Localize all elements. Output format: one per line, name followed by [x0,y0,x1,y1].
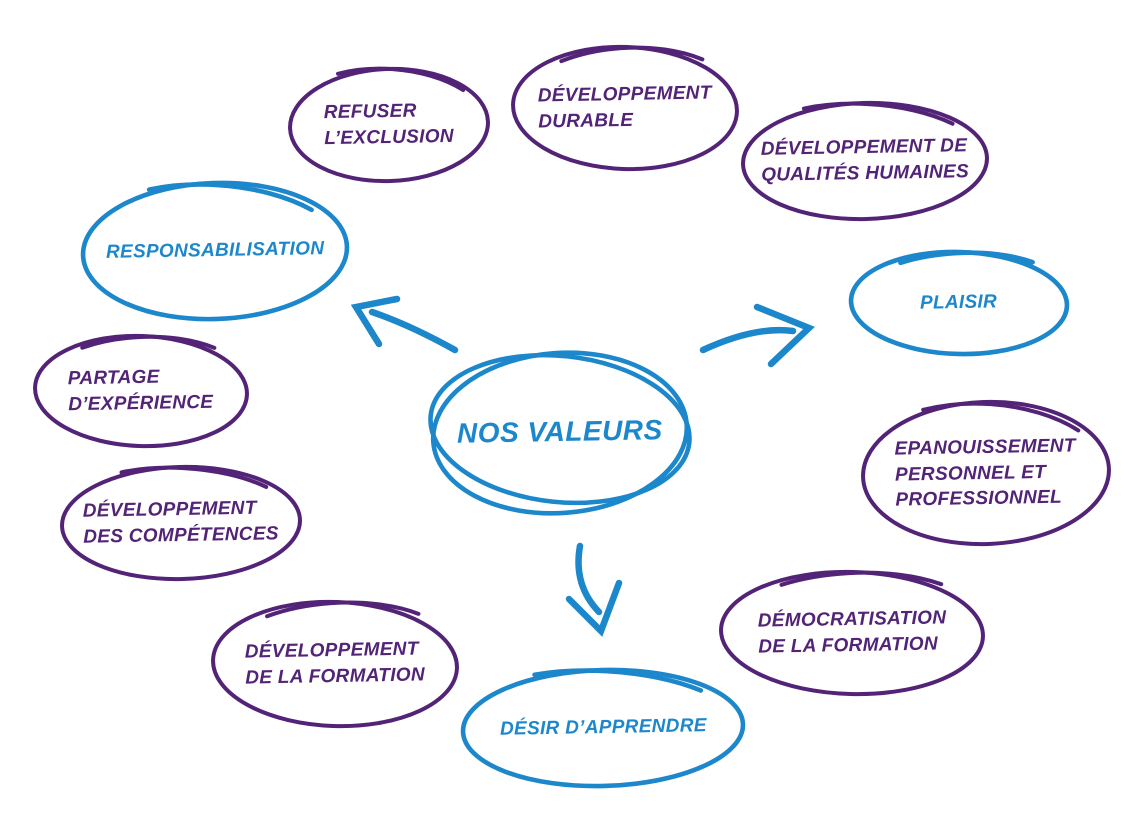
node-refuser-exclusion: REFUSER L’EXCLUSION [285,64,493,186]
node-ellipse [58,464,304,582]
node-label: REFUSER L’EXCLUSION [323,100,455,150]
arrow-to-plaisir [699,303,815,368]
node-ellipse [209,599,461,729]
node-ellipse [428,350,692,516]
node-developpement-durable: DÉVELOPPEMENT DURABLE [508,42,742,174]
node-ellipse [78,180,352,322]
node-ellipse [458,667,748,789]
node-ellipse [31,333,251,449]
node-developpement-competences: DÉVELOPPEMENT DES COMPÉTENCES [57,462,305,584]
node-responsabilisation: RESPONSABILISATION [78,178,352,324]
node-plaisir: PLAISIR [846,247,1072,359]
node-ellipse [286,66,492,184]
node-ellipse [717,569,987,697]
node-nos-valeurs: NOS VALEURS [426,340,694,524]
node-ellipse [509,44,741,172]
node-developpement-formation: DÉVELOPPEMENT DE LA FORMATION [208,597,462,731]
node-label: DÉSIR D’APPRENDRE [499,715,707,740]
node-label: DÉVELOPPEMENT DE QUALITÉS HUMAINES [760,135,970,186]
node-ellipse [859,399,1113,547]
node-label: PARTAGE D’EXPÉRIENCE [68,367,214,416]
node-democratisation-formation: DÉMOCRATISATION DE LA FORMATION [716,567,988,699]
node-label: DÉVELOPPEMENT DURABLE [537,82,712,133]
node-label: DÉMOCRATISATION DE LA FORMATION [757,607,947,658]
node-desir-apprendre: DÉSIR D’APPRENDRE [458,665,748,791]
arrow-to-desir-apprendre [565,542,623,637]
node-epanouissement: EPANOUISSEMENT PERSONNEL ET PROFESSIONNE… [858,397,1114,549]
node-label: EPANOUISSEMENT PERSONNEL ET PROFESSIONNE… [894,434,1077,511]
node-label: PLAISIR [920,291,998,314]
node-label: NOS VALEURS [456,414,664,449]
node-ellipse [846,249,1072,357]
node-label: DÉVELOPPEMENT DE LA FORMATION [244,638,426,689]
node-partage-experience: PARTAGE D’EXPÉRIENCE [30,331,252,451]
node-ellipse [739,100,991,222]
node-qualites-humaines: DÉVELOPPEMENT DE QUALITÉS HUMAINES [738,98,992,224]
node-label: DÉVELOPPEMENT DES COMPÉTENCES [82,498,280,548]
node-label: RESPONSABILISATION [105,238,325,264]
